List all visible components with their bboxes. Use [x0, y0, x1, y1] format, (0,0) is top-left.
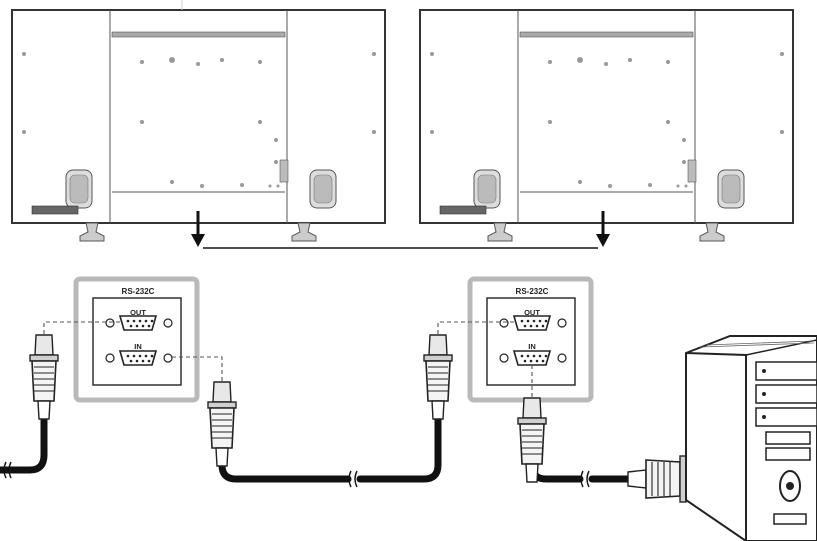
- in-port-label: IN: [528, 342, 536, 351]
- arrow-down-icon: [191, 211, 205, 247]
- out-port-label: OUT: [130, 308, 146, 317]
- db9-connector-icon: [207, 381, 237, 467]
- pc-tower-icon: [685, 335, 817, 541]
- db9-connector-icon: [29, 334, 59, 420]
- rs232-panel-1: RS-232C OUT IN: [73, 276, 200, 403]
- arrow-down-icon: [596, 211, 610, 247]
- db9-connector-icon: [517, 397, 547, 483]
- monitor-rear-view-1: [11, 9, 386, 242]
- panel-title: RS-232C: [516, 287, 549, 296]
- cable-break-marks: [3, 461, 590, 488]
- in-port-label: IN: [134, 342, 142, 351]
- rs232-panel-2: RS-232C OUT IN: [467, 276, 594, 403]
- connection-guides: [43, 321, 533, 398]
- out-port-label: OUT: [524, 308, 540, 317]
- db9-connector-icon: [423, 334, 453, 420]
- rs232-in-port: [119, 350, 157, 366]
- rs232-out-port: [513, 315, 551, 331]
- rs232-in-port: [513, 350, 551, 366]
- rs232-out-port: [119, 315, 157, 331]
- panel-title: RS-232C: [122, 287, 155, 296]
- monitor-rear-view-2: [419, 9, 794, 242]
